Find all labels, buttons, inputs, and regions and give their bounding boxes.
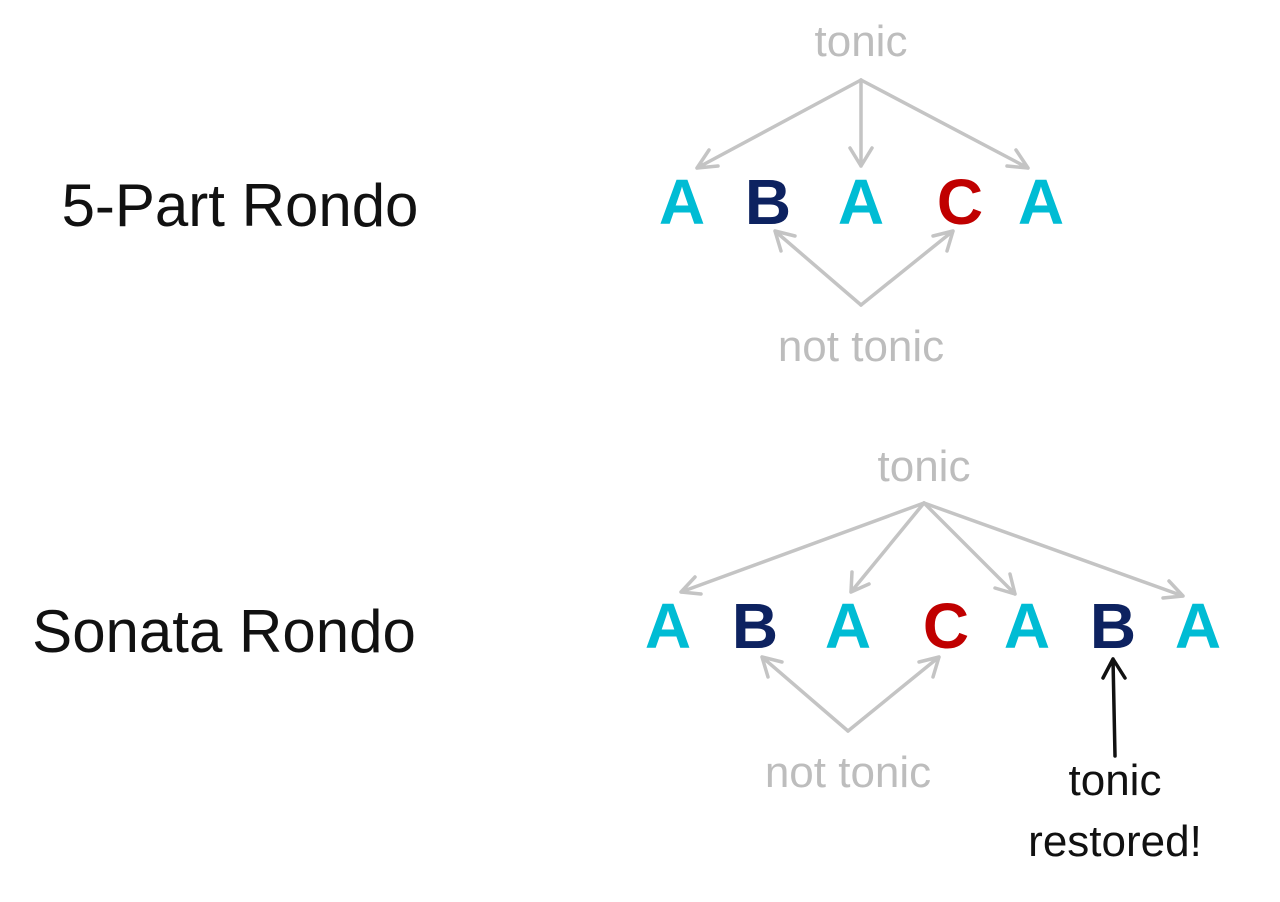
sonata-letter-5: A [1004,590,1050,662]
tonic-restored-arrow [1101,657,1127,758]
sonata-letter-2: B [732,590,778,662]
five-part-letters: A B A C A [659,166,1064,238]
five-part-not-tonic-arrow-2 [859,229,955,307]
five-part-letter-1: A [659,166,705,238]
five-part-tonic-arrow-3 [859,78,1030,170]
sonata-tonic-arrow-3 [922,501,1017,596]
five-part-tonic-arrow-2 [848,78,874,168]
sonata-not-tonic-label: not tonic [765,748,931,797]
five-part-not-tonic-arrows [773,229,955,307]
tonic-restored-label-line1: tonic [1069,756,1162,805]
sonata-tonic-arrow-4 [922,501,1185,600]
five-part-not-tonic-arrow-1 [773,229,863,307]
five-part-letter-3: A [838,166,884,238]
sonata-not-tonic-arrow-2 [846,655,941,733]
sonata-not-tonic-arrows [760,655,941,733]
sonata-tonic-arrow-1 [679,501,926,596]
sonata-tonic-arrows [679,501,1185,600]
sonata-not-tonic-arrow-1 [760,655,850,733]
sonata-rondo-section: Sonata Rondo tonic A B A C A B A not ton… [32,442,1221,866]
sonata-letters: A B A C A B A [645,590,1221,662]
five-part-letter-4: C [937,166,983,238]
five-part-tonic-arrows [695,78,1030,170]
five-part-rondo-section: 5-Part Rondo tonic A B A C A not tonic [62,17,1065,371]
sonata-letter-7: A [1175,590,1221,662]
five-part-tonic-label: tonic [815,17,908,66]
five-part-rondo-title: 5-Part Rondo [62,172,419,239]
sonata-tonic-label: tonic [878,442,971,491]
five-part-letter-5: A [1018,166,1064,238]
sonata-letter-4: C [923,590,969,662]
sonata-tonic-arrow-2 [849,501,926,594]
five-part-not-tonic-label: not tonic [778,322,944,371]
five-part-tonic-arrow-1 [695,78,863,170]
five-part-letter-2: B [745,166,791,238]
sonata-letter-3: A [825,590,871,662]
sonata-letter-6: B [1090,590,1136,662]
sonata-letter-1: A [645,590,691,662]
tonic-restored-label-line2: restored! [1028,817,1202,866]
sonata-rondo-title: Sonata Rondo [32,598,416,665]
